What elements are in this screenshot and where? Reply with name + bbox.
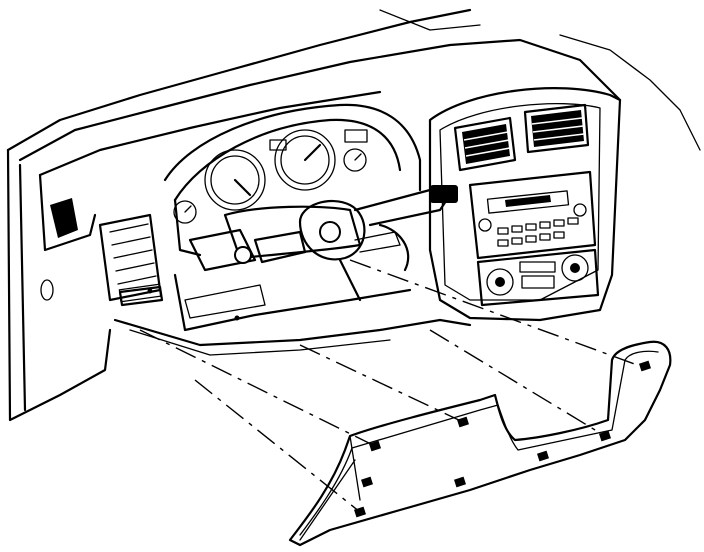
steering-column [188,185,458,272]
clip-8 [361,476,373,488]
center-left-vent [453,116,517,172]
left-air-vent [98,213,164,307]
clip-6 [454,476,466,488]
alignment-lines [139,259,641,513]
headlamp-switch [118,283,162,303]
temp-gauge [343,148,367,172]
speedometer-gauge [204,149,266,211]
knee-bolster-panel [288,340,672,547]
clip-3 [537,450,549,462]
bolster-clips [354,360,651,518]
clip-5 [639,360,651,372]
lower-dash-opening [113,223,472,356]
clip-1 [369,440,381,452]
radio-preset-buttons [497,217,579,247]
warning-lamps [269,129,368,151]
radio-unit [468,170,597,260]
dash-top-outline [6,8,701,177]
center-stack [428,87,622,322]
center-right-vent [523,103,590,154]
tachometer-gauge [274,129,336,191]
fuel-gauge [173,200,197,224]
climate-control-panel [476,248,600,307]
left-end-panel [6,148,112,422]
instrument-cluster-hood [163,103,422,257]
